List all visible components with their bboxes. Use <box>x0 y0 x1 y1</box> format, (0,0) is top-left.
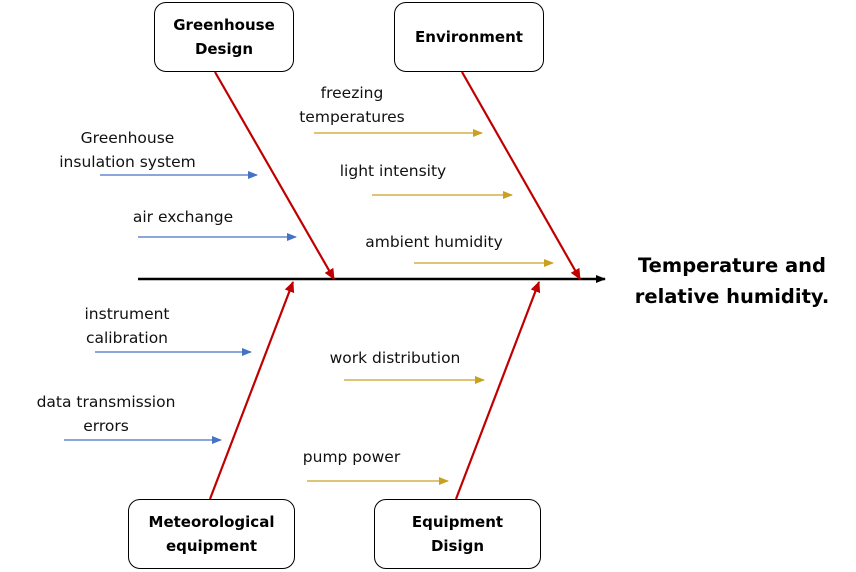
cause-light-intensity: light intensity <box>339 162 447 180</box>
category-greenhouse-design: Greenhouse Design <box>154 2 294 72</box>
bone-greenhouse-design <box>214 71 335 280</box>
category-equipment-design: Equipment Disign <box>374 499 541 569</box>
cause-air-exchange: air exchange <box>132 208 234 226</box>
category-meteorological-equipment: Meteorological equipment <box>128 499 295 569</box>
bone-environment <box>461 71 581 280</box>
category-greenhouse-design-label: Greenhouse Design <box>173 16 275 58</box>
bone-meteorological-equipment <box>208 281 295 500</box>
category-environment-label: Environment <box>415 28 523 46</box>
effect-label: Temperature and relative humidity. <box>634 254 830 308</box>
bone-equipment-design <box>454 281 541 500</box>
cause-work-distribution: work distribution <box>329 349 461 367</box>
cause-data-transmission-errors: data transmission errors <box>36 393 176 435</box>
cause-pump-power: pump power <box>302 448 401 466</box>
cause-ambient-humidity: ambient humidity <box>365 233 503 251</box>
category-environment: Environment <box>394 2 544 72</box>
category-meteorological-equipment-label: Meteorological equipment <box>148 513 275 555</box>
category-equipment-design-label: Equipment Disign <box>411 513 504 555</box>
cause-freezing-temperatures: freezing temperatures <box>299 84 405 126</box>
cause-greenhouse-insulation: Greenhouse insulation system <box>59 129 196 171</box>
cause-instrument-calibration: instrument calibration <box>84 305 170 347</box>
